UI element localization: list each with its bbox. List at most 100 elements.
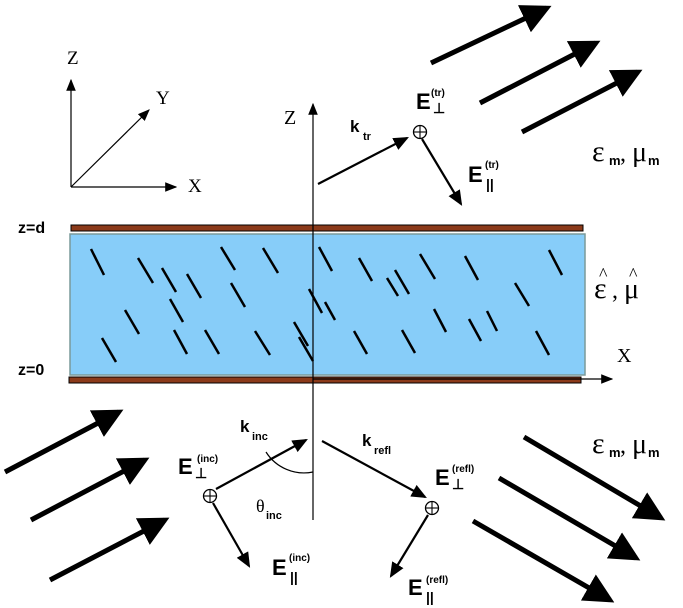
k-reflected-vector (321, 440, 427, 499)
svg-text:,: , (620, 141, 626, 167)
svg-text:⊥: ⊥ (433, 100, 445, 116)
outer-medium-bottom-label: ε m , μ m (592, 427, 660, 460)
incident-wave-arrow (29, 457, 150, 523)
svg-text:ε: ε (592, 135, 605, 168)
svg-text:m: m (609, 153, 621, 168)
svg-text:μ: μ (632, 137, 647, 168)
main-x-label: X (617, 345, 632, 367)
inclusion-dash (463, 255, 480, 281)
svg-text:⊥: ⊥ (452, 476, 464, 492)
svg-text:||: || (426, 589, 434, 605)
bottom-plate (68, 376, 582, 384)
inclusion-dash (352, 330, 369, 355)
inclusion-dash (307, 288, 324, 314)
inclusion-dash (297, 336, 315, 362)
inclusion-dash (172, 329, 189, 355)
svg-text:E: E (435, 465, 450, 490)
inclusion-dash (100, 337, 118, 363)
svg-text:||: || (290, 569, 298, 585)
svg-text:m: m (648, 445, 660, 460)
inclusion-dash (317, 246, 334, 272)
svg-text:E: E (178, 454, 193, 479)
svg-text:m: m (609, 445, 621, 460)
inclusion-dash (485, 310, 499, 332)
inclusion-dash (185, 273, 203, 299)
incident-wave-arrow (48, 517, 170, 583)
triad-y-label: Y (156, 88, 170, 109)
triad-x-label: X (188, 176, 202, 197)
svg-text:k: k (362, 431, 372, 450)
k-transmitted-vector (317, 136, 409, 185)
inclusion-dash (168, 298, 185, 323)
svg-text:,: , (620, 433, 626, 459)
outer-medium-top-label: ε m , μ m (592, 135, 660, 168)
inclusion-dash (385, 277, 400, 297)
incident-wave-arrow (3, 409, 124, 475)
svg-text:,: , (612, 278, 618, 304)
e-par-tr-label: E || (tr) (468, 160, 499, 192)
inclusion-dash (393, 269, 411, 295)
slab-medium-label: ε ^ , μ ^ (594, 264, 639, 305)
inclusion-dash (432, 308, 448, 333)
inclusion-dash (219, 246, 237, 271)
svg-text:(inc): (inc) (197, 454, 218, 465)
svg-text:ε: ε (592, 427, 605, 460)
svg-text:k: k (350, 117, 360, 136)
transmitted-wave-arrow (478, 40, 601, 106)
svg-text:(inc): (inc) (289, 553, 310, 564)
inclusion-dash (292, 321, 310, 347)
svg-text:^: ^ (599, 264, 608, 284)
reflected-wave-arrow (497, 475, 641, 561)
svg-text:(tr): (tr) (431, 88, 445, 99)
e-par-inc-label: E || (inc) (272, 553, 310, 585)
transmitted-wave-arrow (429, 5, 552, 66)
svg-text:⊥: ⊥ (195, 465, 207, 481)
svg-text:μ: μ (624, 274, 639, 305)
inclusion-dash (547, 249, 564, 276)
inclusion-dash (467, 318, 483, 342)
svg-text:E: E (408, 575, 423, 600)
svg-text:inc: inc (266, 510, 282, 522)
svg-text:tr: tr (363, 131, 372, 143)
inclusion-dash (253, 330, 272, 356)
main-z-label: Z (284, 107, 296, 129)
svg-text:E: E (416, 89, 431, 114)
bottom-boundary-label: z=0 (18, 362, 44, 379)
inclusion-dash (261, 247, 280, 274)
top-plate (70, 224, 584, 232)
inclusion-dash (513, 282, 531, 307)
inclusion-dash (203, 329, 221, 355)
svg-text:E: E (468, 162, 483, 187)
inclusion-dash (534, 330, 551, 356)
k-inc-label: k inc (240, 417, 268, 443)
theta-inc-arc (265, 451, 314, 474)
svg-text:θ: θ (256, 496, 265, 516)
svg-text:ε: ε (594, 272, 607, 305)
svg-text:(refl): (refl) (426, 575, 448, 586)
inclusion-dash (400, 329, 417, 354)
e-perp-inc-label: E ⊥ (inc) (178, 454, 218, 481)
inclusion-dash (323, 301, 337, 321)
inclusion-dash (123, 309, 141, 335)
e-par-tr-vector (421, 138, 463, 206)
e-perp-tr-label: E ⊥ (tr) (416, 88, 445, 116)
top-boundary-label: z=d (18, 220, 45, 237)
svg-text:refl: refl (374, 445, 391, 457)
transmitted-wave-arrow (520, 69, 643, 135)
e-perp-refl-label: E ⊥ (refl) (435, 464, 474, 492)
svg-text:^: ^ (629, 264, 638, 284)
reflected-wave-arrow (522, 434, 666, 521)
e-par-inc-vector (212, 502, 251, 568)
inclusion-dash (160, 267, 178, 293)
inclusion-dash (418, 253, 437, 280)
theta-inc-label: θ inc (256, 496, 282, 522)
svg-text:μ: μ (632, 429, 647, 460)
inclusion-dash (89, 248, 106, 276)
svg-text:||: || (486, 176, 494, 192)
triad-y-axis (70, 109, 150, 188)
svg-text:k: k (240, 417, 250, 436)
inclusion-dash (357, 257, 374, 282)
k-tr-label: k tr (350, 117, 372, 143)
